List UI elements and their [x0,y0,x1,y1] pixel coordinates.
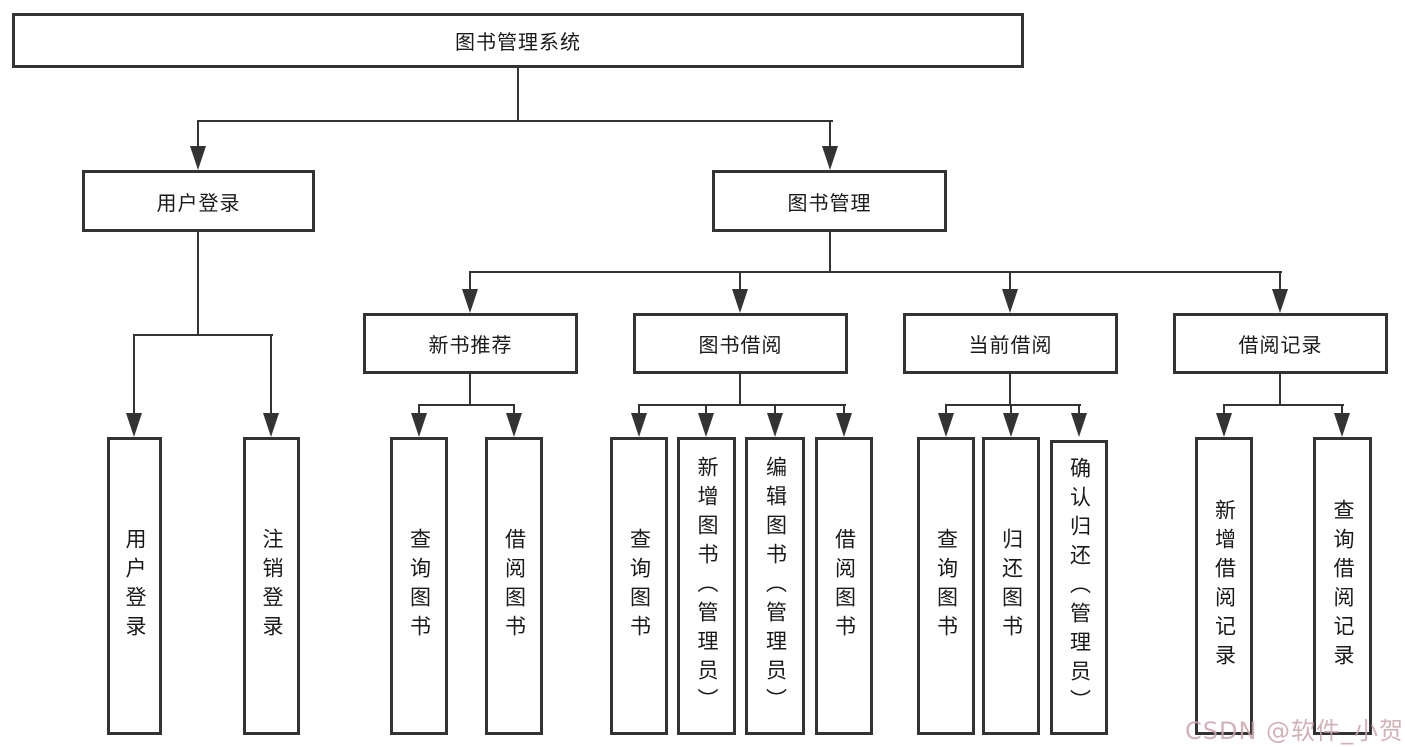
leaf-borrow-books-recommend: 借阅图书 [485,437,543,735]
node-book-management-label: 图书管理 [787,190,872,215]
connector-line [270,334,272,422]
node-new-book-recommend-label: 新书推荐 [428,333,513,357]
connector-line [638,404,846,406]
leaf-logout: 注销登录 [243,437,300,735]
connector-arrowhead [938,413,954,437]
connector-line [1010,404,1012,420]
connector-line [829,232,831,273]
connector-line [517,68,519,122]
leaf-confirm-return-admin: 确认归还（管理员） [1050,440,1108,735]
connector-arrowhead [822,146,838,170]
connector-arrowhead [1071,413,1087,437]
node-book-management-system: 图书管理系统 [12,13,1024,68]
connector-line [133,334,273,336]
connector-line [945,404,947,420]
connector-line [945,404,1081,406]
leaf-return-books: 归还图书 [982,437,1040,735]
leaf-add-borrow-record: 新增借阅记录 [1195,437,1253,735]
connector-line [197,120,199,156]
node-borrow-records: 借阅记录 [1173,313,1388,374]
leaf-query-borrow-record-label: 查询借阅记录 [1331,499,1355,673]
connector-arrowhead [1003,413,1019,437]
node-book-management: 图书管理 [712,170,947,232]
connector-arrowhead [1334,413,1350,437]
connector-line [774,404,776,420]
leaf-query-books-borrow: 查询图书 [610,437,668,735]
connector-line [1078,404,1080,420]
node-borrow-records-label: 借阅记录 [1238,333,1323,357]
connector-arrowhead [1002,289,1018,313]
node-current-borrow-label: 当前借阅 [968,333,1053,357]
leaf-add-book-admin: 新增图书（管理员） [677,437,736,735]
node-book-borrow-label: 图书借阅 [698,333,783,357]
connector-line [1279,271,1281,301]
connector-line [1223,404,1225,420]
connector-line [1341,404,1343,420]
connector-line [739,271,741,301]
leaf-edit-book-admin: 编辑图书（管理员） [745,437,805,735]
leaf-return-books-label: 归还图书 [999,528,1024,644]
connector-line [1009,374,1011,406]
connector-line [739,374,741,406]
connector-line [638,404,640,420]
leaf-user-login-label: 用户登录 [123,528,147,644]
leaf-query-books-current-label: 查询图书 [934,528,959,644]
connector-arrowhead [263,413,279,437]
connector-line [133,334,135,422]
connector-line [843,404,845,420]
leaf-query-books-recommend-label: 查询图书 [407,528,432,644]
leaf-query-books-borrow-label: 查询图书 [627,528,652,644]
connector-line [469,271,1282,273]
watermark: CSDN @软件_小贺同学 [1185,717,1405,745]
node-book-borrow: 图书借阅 [633,313,848,374]
connector-line [469,271,471,301]
connector-arrowhead [1216,413,1232,437]
node-user-login: 用户登录 [82,170,315,232]
leaf-confirm-return-admin-label: 确认归还（管理员） [1067,457,1092,718]
leaf-borrow-books-label: 借阅图书 [832,528,857,644]
connector-arrowhead [190,146,206,170]
connector-line [469,374,471,406]
node-user-login-label: 用户登录 [156,190,241,215]
connector-line [1223,404,1344,406]
leaf-add-book-admin-label: 新增图书（管理员） [695,455,719,717]
leaf-borrow-books: 借阅图书 [815,437,873,735]
connector-arrowhead [732,289,748,313]
connector-line [197,120,833,122]
connector-line [705,404,707,420]
leaf-query-borrow-record: 查询借阅记录 [1313,437,1372,735]
connector-arrowhead [1272,289,1288,313]
leaf-logout-label: 注销登录 [260,528,284,644]
connector-line [829,120,831,156]
connector-arrowhead [631,413,647,437]
node-book-management-system-label: 图书管理系统 [455,30,581,54]
connector-arrowhead [462,289,478,313]
leaf-query-books-current: 查询图书 [917,437,975,735]
leaf-add-borrow-record-label: 新增借阅记录 [1212,499,1237,673]
leaf-borrow-books-recommend-label: 借阅图书 [502,528,527,644]
connector-line [513,404,515,420]
connector-arrowhead [506,413,522,437]
node-current-borrow: 当前借阅 [903,313,1118,374]
connector-arrowhead [698,413,714,437]
node-new-book-recommend: 新书推荐 [363,313,578,374]
connector-line [418,404,420,420]
connector-line [1009,271,1011,301]
connector-arrowhead [767,413,783,437]
connector-line [197,232,199,336]
leaf-user-login: 用户登录 [107,437,162,735]
connector-line [418,404,515,406]
connector-arrowhead [126,413,142,437]
leaf-edit-book-admin-label: 编辑图书（管理员） [763,455,788,717]
connector-arrowhead [411,413,427,437]
connector-arrowhead [836,413,852,437]
leaf-query-books-recommend: 查询图书 [390,437,448,735]
connector-line [1279,374,1281,406]
